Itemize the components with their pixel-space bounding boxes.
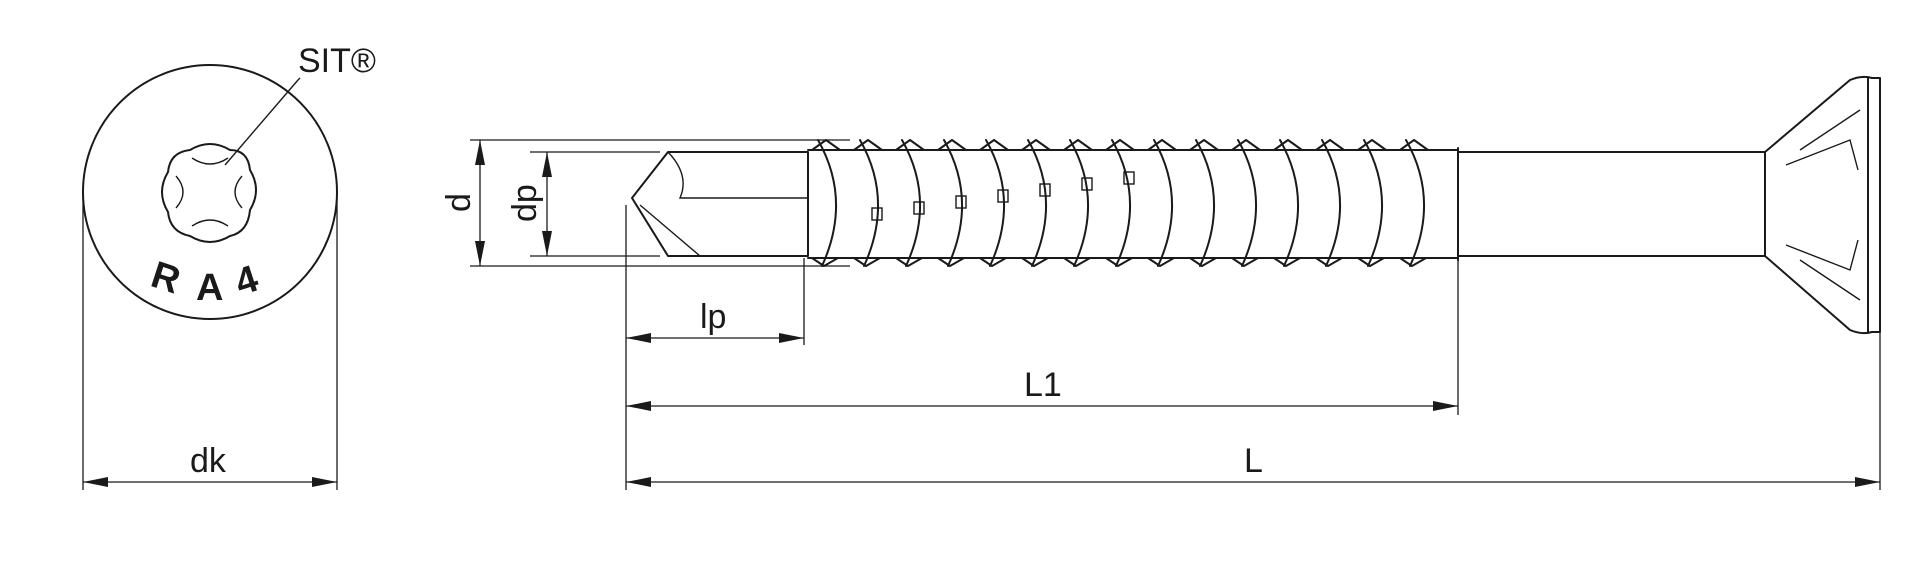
thread-crest [1273,139,1303,267]
drive-lobes [175,157,243,227]
L1-dimension: L1 [626,260,1459,415]
L-dimension: L [626,332,1881,490]
dk-label: dk [190,442,227,480]
screw-side-view [631,75,1881,335]
thread-crest [895,139,925,267]
thread-crest [1189,139,1219,267]
brand-label: SIT® [298,42,376,80]
L1-label: L1 [1024,366,1062,404]
thread-crest [1063,139,1093,267]
thread-crest [1357,139,1387,267]
dk-dimension: dk [82,192,338,490]
countersunk-head [1764,75,1881,335]
brand-leader-tick [297,77,301,81]
drive-recess-icon [161,143,257,243]
thread-crests [811,139,1429,267]
thread-notch [913,201,925,215]
drill-flute [639,151,808,257]
thread-crest [1231,139,1261,267]
thread-notch [1123,171,1135,185]
thread-crest [853,139,883,267]
drill-tip [631,151,809,257]
dp-dimension: dp [506,151,660,257]
brand-leader-line [224,79,299,166]
lp-dimension: lp [625,205,805,490]
thread-notch [871,207,883,221]
dp-label: dp [506,184,544,222]
thread-crest [979,139,1009,267]
thread-crest [937,139,967,267]
lp-label: lp [700,298,726,336]
thread-crest [1105,139,1135,267]
thread-crest [1021,139,1051,267]
head-marking-4: 4 [230,258,263,304]
d-dimension: d [440,139,850,267]
head-marking-r: R [146,254,185,302]
thread-crest [1315,139,1345,267]
thread-notch [1039,183,1051,197]
head-top-view: SIT® R A 4 [82,42,376,320]
head-marking-a: A [196,267,223,309]
thread-crest [1399,139,1429,267]
head-ribs [1785,109,1861,301]
thread-crest [811,139,841,267]
thread-crest [1147,139,1177,267]
thread-notch [997,189,1009,203]
thread-notch [955,195,967,209]
L-label: L [1244,442,1263,480]
d-label: d [440,193,478,212]
thread-notch [1081,177,1093,191]
